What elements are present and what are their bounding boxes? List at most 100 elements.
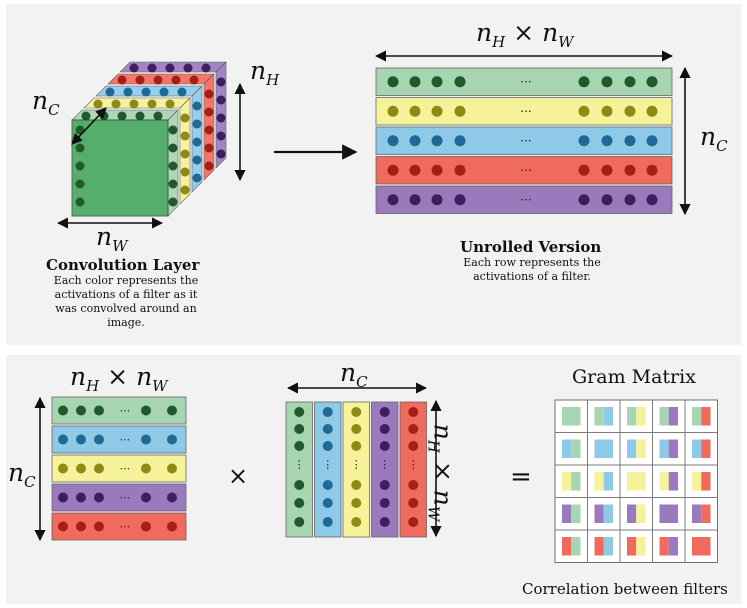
unrolled-row-yellow xyxy=(375,97,673,126)
left-matrix-row-green xyxy=(51,396,187,425)
unrolled-dot-blue xyxy=(431,135,443,147)
cube-front-dot xyxy=(75,197,85,207)
middle-matrix-dot-purple xyxy=(379,441,390,451)
middle-matrix-ellipsis: ⋮ xyxy=(351,458,362,471)
left-matrix-dot-green xyxy=(94,405,104,416)
gram-cell-swatch-purple xyxy=(627,504,637,523)
unrolled-dot-red xyxy=(578,164,590,176)
unrolled-dot-green xyxy=(409,76,421,88)
left-matrix-dot-yellow xyxy=(94,463,104,474)
left-matrix-dot-red xyxy=(94,521,104,532)
left-matrix-dot-yellow xyxy=(167,463,177,474)
unrolled-dot-red xyxy=(601,164,613,176)
middle-matrix-dot-purple xyxy=(379,498,390,508)
left-matrix-ellipsis: ··· xyxy=(120,463,131,476)
unrolled-dot-yellow xyxy=(646,105,658,117)
unrolled-dot-purple xyxy=(431,194,443,206)
middle-matrix-dot-red xyxy=(408,480,419,490)
cube-dot-blue xyxy=(141,87,151,97)
left-matrix-dot-green xyxy=(76,405,86,416)
gram-cell-swatch-red xyxy=(659,537,669,556)
cube-dot-red xyxy=(204,143,214,153)
unrolled-dot-red xyxy=(454,164,466,176)
cube-dot-red xyxy=(204,161,214,171)
left-matrix-dot-purple xyxy=(141,492,151,503)
middle-matrix-dot-blue xyxy=(322,441,333,451)
middle-matrix-dot-yellow xyxy=(351,407,362,417)
gram-cell-swatch-purple xyxy=(659,504,678,523)
middle-matrix-dot-purple xyxy=(379,424,390,434)
unrolled-dot-green xyxy=(431,76,443,88)
unrolled-dot-red xyxy=(624,164,636,176)
left-matrix-ellipsis: ··· xyxy=(120,434,131,447)
cube-dot-green xyxy=(168,197,178,207)
gram-cell-swatch-green xyxy=(571,472,581,491)
middle-matrix-dot-yellow xyxy=(351,517,362,527)
gram-matrix-caption: Correlation between filters xyxy=(522,580,728,598)
left-matrix-dot-yellow xyxy=(76,463,86,474)
unrolled-dot-green xyxy=(624,76,636,88)
gram-cell-swatch-yellow xyxy=(636,439,646,458)
unrolled-dot-red xyxy=(646,164,658,176)
middle-matrix-ellipsis: ⋮ xyxy=(408,458,419,471)
middle-matrix-ellipsis: ⋮ xyxy=(294,458,305,471)
gram-cell-swatch-purple xyxy=(668,407,678,426)
gram-cell-swatch-green xyxy=(571,439,581,458)
left-matrix-dot-purple xyxy=(167,492,177,503)
gram-cell-swatch-red xyxy=(627,537,637,556)
left-matrix-dot-purple xyxy=(76,492,86,503)
gram-cell-swatch-purple xyxy=(668,537,678,556)
gram-cell-swatch-blue xyxy=(603,504,613,523)
middle-matrix-dot-red xyxy=(408,407,419,417)
middle-matrix-dot-yellow xyxy=(351,480,362,490)
left-matrix-row-yellow xyxy=(51,454,187,483)
left-matrix-row-red xyxy=(51,512,187,541)
cube-dot-red xyxy=(171,75,181,85)
left-matrix-dot-green xyxy=(141,405,151,416)
gram-cell-swatch-blue xyxy=(627,439,637,458)
cube-dot-red xyxy=(204,89,214,99)
cube-dot-purple xyxy=(216,95,226,105)
gram-cell-swatch-yellow xyxy=(636,407,646,426)
unrolled-dot-green xyxy=(454,76,466,88)
middle-matrix-dot-green xyxy=(294,480,305,490)
unrolled-dot-yellow xyxy=(431,105,443,117)
middle-matrix-dot-red xyxy=(408,517,419,527)
cube-dot-blue xyxy=(159,87,169,97)
middle-matrix: ⋮⋮⋮⋮⋮ xyxy=(285,401,427,538)
unrolled-caption: Each row represents the activations of a… xyxy=(463,256,601,283)
unrolled-ellipsis: ··· xyxy=(520,193,531,207)
unrolled-dot-purple xyxy=(646,194,658,206)
unrolled-dot-yellow xyxy=(624,105,636,117)
middle-matrix-dot-blue xyxy=(322,517,333,527)
gram-cell-swatch-yellow xyxy=(562,472,572,491)
left-matrix-dot-purple xyxy=(58,492,68,503)
left-matrix-ellipsis: ··· xyxy=(120,521,131,534)
left-matrix-dot-purple xyxy=(94,492,104,503)
gram-cell-swatch-green xyxy=(594,407,604,426)
gram-cell-swatch-green xyxy=(571,504,581,523)
cube-dot-purple xyxy=(183,63,193,73)
left-matrix-dot-red xyxy=(58,521,68,532)
unrolled-title: Unrolled Version xyxy=(460,238,602,256)
unrolled-dot-green xyxy=(601,76,613,88)
cube-dot-blue xyxy=(192,155,202,165)
cube-width-label: nW xyxy=(96,222,128,255)
cube-dot-green xyxy=(168,143,178,153)
unrolled-matrix: ··············· xyxy=(375,67,673,214)
cube-dot-purple xyxy=(165,63,175,73)
gram-cell-swatch-blue xyxy=(603,472,613,491)
gram-cell-swatch-yellow xyxy=(636,504,646,523)
unrolled-row-green xyxy=(375,67,673,96)
cube-dot-yellow xyxy=(180,131,190,141)
gram-cell-swatch-purple xyxy=(692,504,702,523)
unrolled-ellipsis: ··· xyxy=(520,104,531,118)
cube-dot-blue xyxy=(192,137,202,147)
gram-cell-swatch-yellow xyxy=(659,472,669,491)
gram-cell-swatch-red xyxy=(562,537,572,556)
unrolled-dot-blue xyxy=(409,135,421,147)
cube-dot-red xyxy=(153,75,163,85)
unrolled-dot-blue xyxy=(646,135,658,147)
cube-dot-red xyxy=(189,75,199,85)
gram-cell-swatch-green xyxy=(562,407,581,426)
